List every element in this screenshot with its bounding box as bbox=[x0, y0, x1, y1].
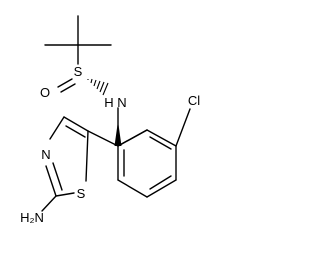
bond-phenyl-1 bbox=[146, 129, 177, 147]
bond-phenyl-4 bbox=[117, 179, 148, 198]
atom-label-amide-nitrogen: N bbox=[117, 95, 126, 110]
bond-phenyl-inner-2 bbox=[149, 175, 172, 190]
atom-labels: S O H N Cl N S H₂N bbox=[20, 64, 200, 225]
bond-thiazole-amino bbox=[41, 195, 57, 212]
bond-thiazole-c2-s1 bbox=[55, 192, 75, 197]
bond-thiazole-n3-c2-a bbox=[45, 165, 57, 197]
bond-phenyl-inner-1 bbox=[149, 136, 172, 150]
atom-label-sulfur: S bbox=[74, 64, 83, 79]
bond-phenyl-3 bbox=[146, 179, 177, 198]
bond-stereocenter-wedge bbox=[114, 121, 122, 146]
bond-thiazole-n3-c2-b bbox=[52, 162, 63, 191]
bond-sulfur-oxygen-a bbox=[57, 78, 73, 88]
atom-label-thiazole-nitrogen: N bbox=[41, 147, 50, 162]
atom-label-oxygen: O bbox=[40, 85, 50, 100]
atom-label-thiazole-sulfur: S bbox=[77, 186, 86, 201]
atom-label-chlorine: Cl bbox=[188, 93, 200, 108]
bond-thiazole-c4-c5-inner bbox=[65, 125, 86, 138]
bond-phenyl-6 bbox=[117, 129, 148, 147]
bond-phenyl-chlorine bbox=[175, 108, 191, 147]
bond-thiazole-c5-c4 bbox=[63, 116, 89, 132]
atom-label-amide-hydrogen: H bbox=[104, 95, 113, 110]
bond-stereocenter-thiazole bbox=[87, 130, 119, 147]
chemical-structure: S O H N Cl N S H₂N bbox=[20, 15, 200, 225]
atom-label-amino-group: H₂N bbox=[20, 210, 44, 225]
bond-sulfur-nitrogen-hashed bbox=[87, 78, 109, 96]
bonds bbox=[41, 15, 191, 212]
bond-thiazole-s1-c5 bbox=[85, 130, 89, 182]
bond-thiazole-c4-n3 bbox=[49, 116, 65, 140]
bond-sulfur-oxygen-b bbox=[60, 83, 76, 93]
